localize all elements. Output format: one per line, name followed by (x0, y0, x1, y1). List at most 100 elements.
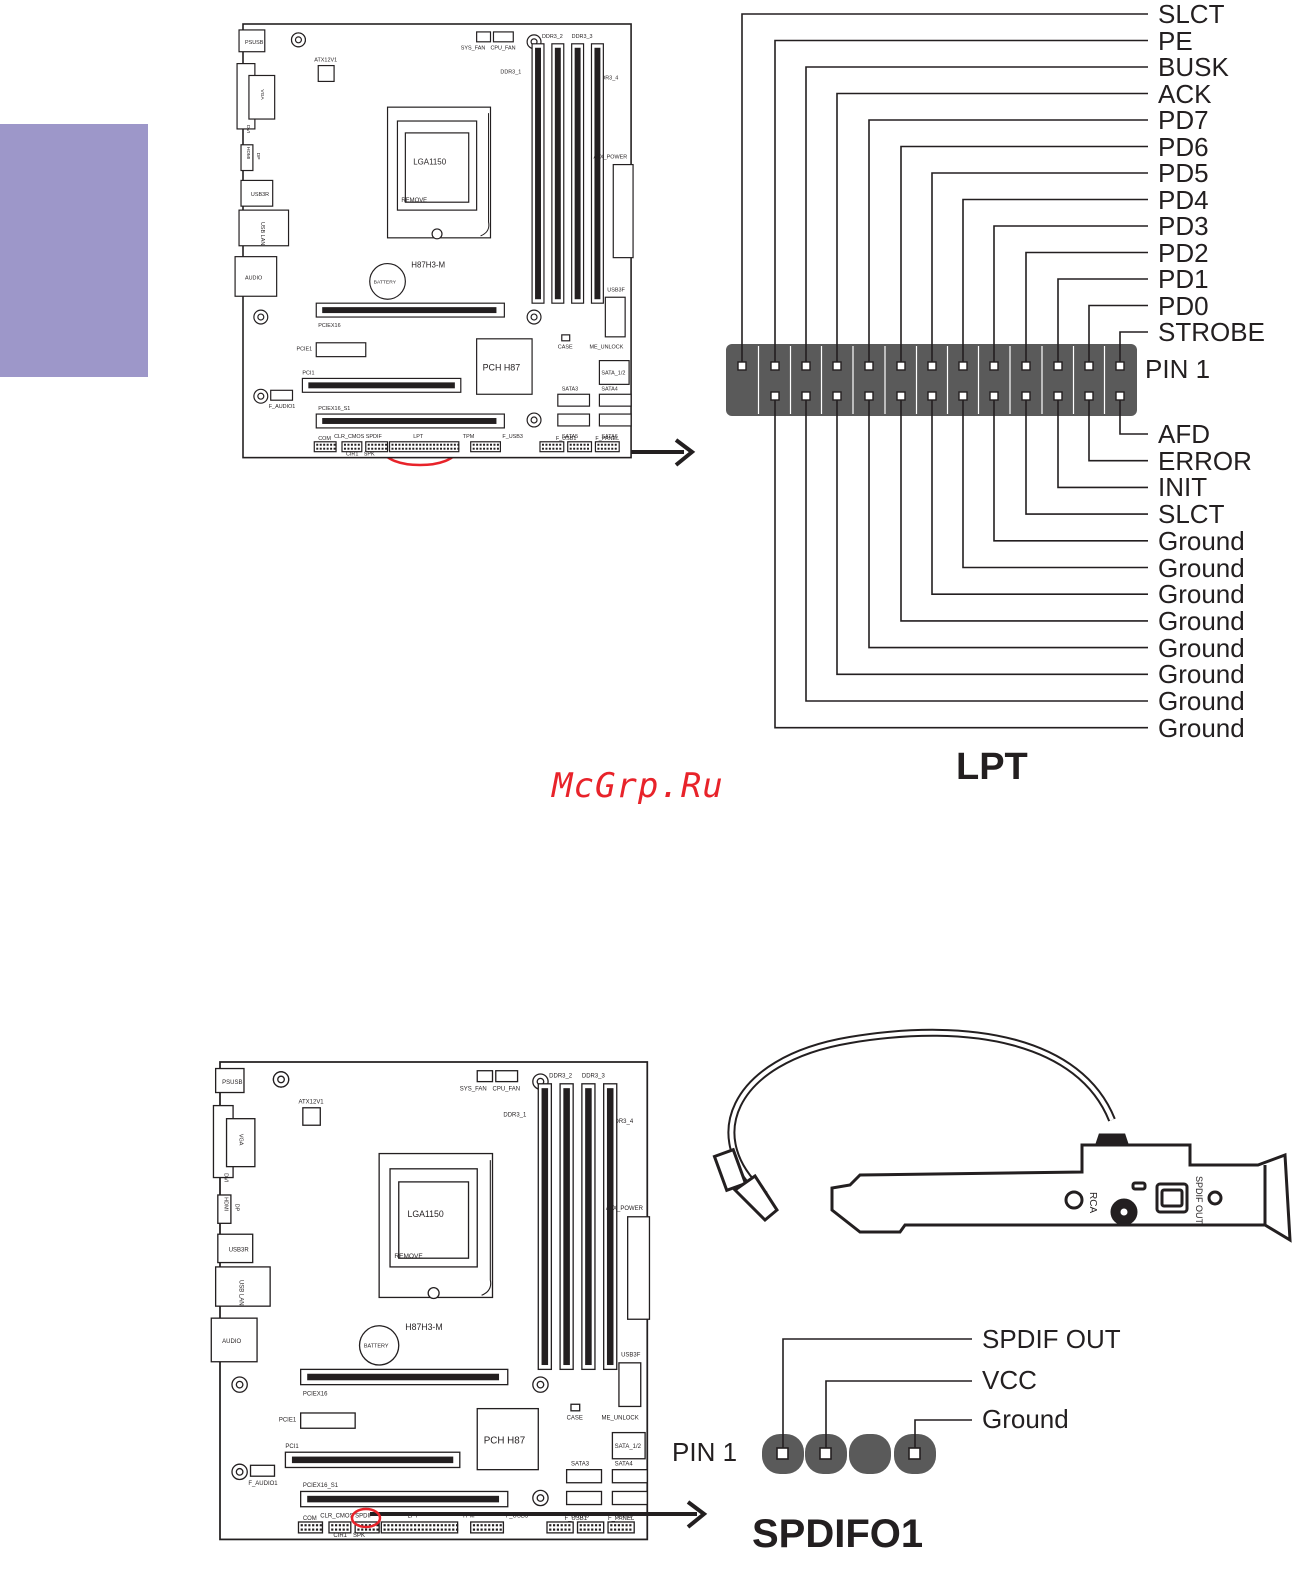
board-label: PCIEX16_S1 (318, 406, 350, 412)
board-label: SYS_FAN (461, 46, 486, 52)
spdif-bracket (712, 1028, 1292, 1243)
board-label: CPU_FAN (491, 46, 516, 52)
board-label: H87H3-M (411, 261, 445, 270)
board-label: SATA4 (601, 386, 617, 392)
board-label: CASE (558, 345, 573, 351)
board-label: DDR3_3 (572, 34, 593, 40)
lpt-top-label: STROBE (1158, 317, 1265, 347)
lpt-bottom-label: Ground (1158, 632, 1245, 663)
lpt-bottom-label: Ground (1158, 712, 1245, 743)
lpt-top-label: PD3 (1158, 211, 1209, 241)
board-label: DDR3_4 (597, 75, 618, 81)
board-label: CLR_CMOS (320, 1514, 353, 1520)
lpt-top-label: PD1 (1158, 264, 1209, 294)
board-label: F_AUDIO1 (269, 404, 296, 410)
board-label: F_USB1 (564, 1516, 587, 1522)
board-label: ATX12V1 (314, 58, 337, 64)
lpt-top-label: ACK (1158, 78, 1212, 109)
lpt-bottom-label: ERROR (1158, 445, 1252, 476)
spdif-header (762, 1434, 936, 1474)
spdif-label-ground: Ground (982, 1404, 1069, 1434)
board-label: USB LAN (259, 222, 265, 245)
lpt-pin1-label: PIN 1 (1145, 354, 1211, 384)
board-label: REMOVE (401, 198, 427, 204)
board-label: PCIEX16 (318, 323, 340, 329)
board-label: SATA5 (571, 1514, 590, 1520)
board-label: TPM (462, 1514, 475, 1520)
board-label: LPT (407, 1514, 418, 1520)
board-label: CIR1 (333, 1533, 347, 1539)
board-label: ATX_POWER (593, 155, 627, 161)
lpt-top-label: PD6 (1158, 131, 1209, 162)
spdif-title: SPDIFO1 (752, 1512, 924, 1556)
lpt-header-body (726, 344, 1137, 416)
board-label: HDMI (245, 147, 251, 160)
lpt-bottom-label: Ground (1158, 659, 1245, 690)
board-label: F_USB1 (556, 436, 577, 442)
board-label: USB3R (251, 192, 269, 198)
board-label: LPT (413, 434, 424, 440)
board-label: DVI (222, 1173, 228, 1183)
board-label: LGA1150 (413, 158, 446, 167)
board-label: H87H3-M (405, 1322, 442, 1332)
board-label: PCH H87 (484, 1436, 525, 1447)
board-label: DDR3_1 (500, 70, 521, 76)
board-label: F_USB3 (502, 434, 523, 440)
board-label: AUDIO (245, 275, 262, 281)
board-label: SATA5 (562, 434, 578, 440)
board-label: DDR3_3 (582, 1073, 606, 1079)
board-label: DP (233, 1204, 239, 1212)
lpt-top-label: PD0 (1158, 290, 1209, 321)
lpt-top-label: PD2 (1158, 237, 1209, 268)
board-label: F_AUDIO1 (248, 1481, 278, 1487)
lpt-bottom-label: AFD (1158, 419, 1210, 449)
spdif-label-spdif-out: SPDIF OUT (982, 1324, 1121, 1354)
svg-text:RCA: RCA (1087, 1192, 1098, 1213)
board-label: F_USB3 (506, 1514, 529, 1520)
lpt-top-label: PD5 (1158, 158, 1209, 188)
board-label: SATA_1/2 (601, 370, 625, 376)
lpt-bottom-label: Ground (1158, 552, 1245, 583)
board-label: SATA3 (571, 1461, 590, 1467)
lpt-bottom-label: Ground (1158, 686, 1245, 716)
board-label: SATA6 (615, 1514, 634, 1520)
board-label: SPK (353, 1533, 365, 1539)
board-label: PCIE1 (279, 1418, 297, 1424)
lpt-bottom-label: Ground (1158, 579, 1245, 610)
board-label: PCIEX16 (303, 1392, 328, 1398)
board-label: SPDIF (366, 434, 383, 440)
board-label: SATA3 (562, 386, 578, 392)
board-label: USB3R (229, 1248, 250, 1254)
board-label: SYS_FAN (460, 1086, 487, 1092)
section-side-tab (0, 124, 148, 377)
board-label: ME_UNLOCK (602, 1416, 639, 1422)
board-label: DP (255, 153, 261, 161)
board-label: VGA (259, 89, 265, 100)
board-label: ATX12V1 (298, 1099, 324, 1105)
board-label: PSUSB (245, 40, 264, 46)
lpt-top-label: PD4 (1158, 184, 1209, 215)
board-label: COM (318, 436, 331, 442)
board-label: SATA_1/2 (615, 1444, 642, 1450)
board-label: SATA4 (615, 1461, 634, 1467)
spdif-pin1-label: PIN 1 (672, 1437, 738, 1467)
lpt-top-label: PE (1158, 25, 1193, 56)
board-label: LGA1150 (407, 1209, 443, 1219)
board-label: SPDIF (355, 1514, 373, 1520)
board-label: F_PANEL (608, 1516, 635, 1522)
board-label: CLR_CMOS (334, 434, 365, 440)
board-label: USB3F (607, 287, 625, 293)
lpt-bottom-label: SLCT (1158, 499, 1225, 530)
board-label: SATA6 (601, 434, 617, 440)
board-label: DDR3_1 (503, 1113, 527, 1119)
board-label: DDR3_2 (549, 1073, 573, 1079)
board-label: DDR3_2 (542, 34, 563, 40)
board-label: SPK (364, 452, 375, 458)
lpt-top-label: BUSK (1158, 52, 1229, 82)
watermark: McGrp.Ru (552, 766, 724, 806)
board-label: BATTERY (374, 279, 397, 285)
board-label: ME_UNLOCK (590, 345, 624, 351)
